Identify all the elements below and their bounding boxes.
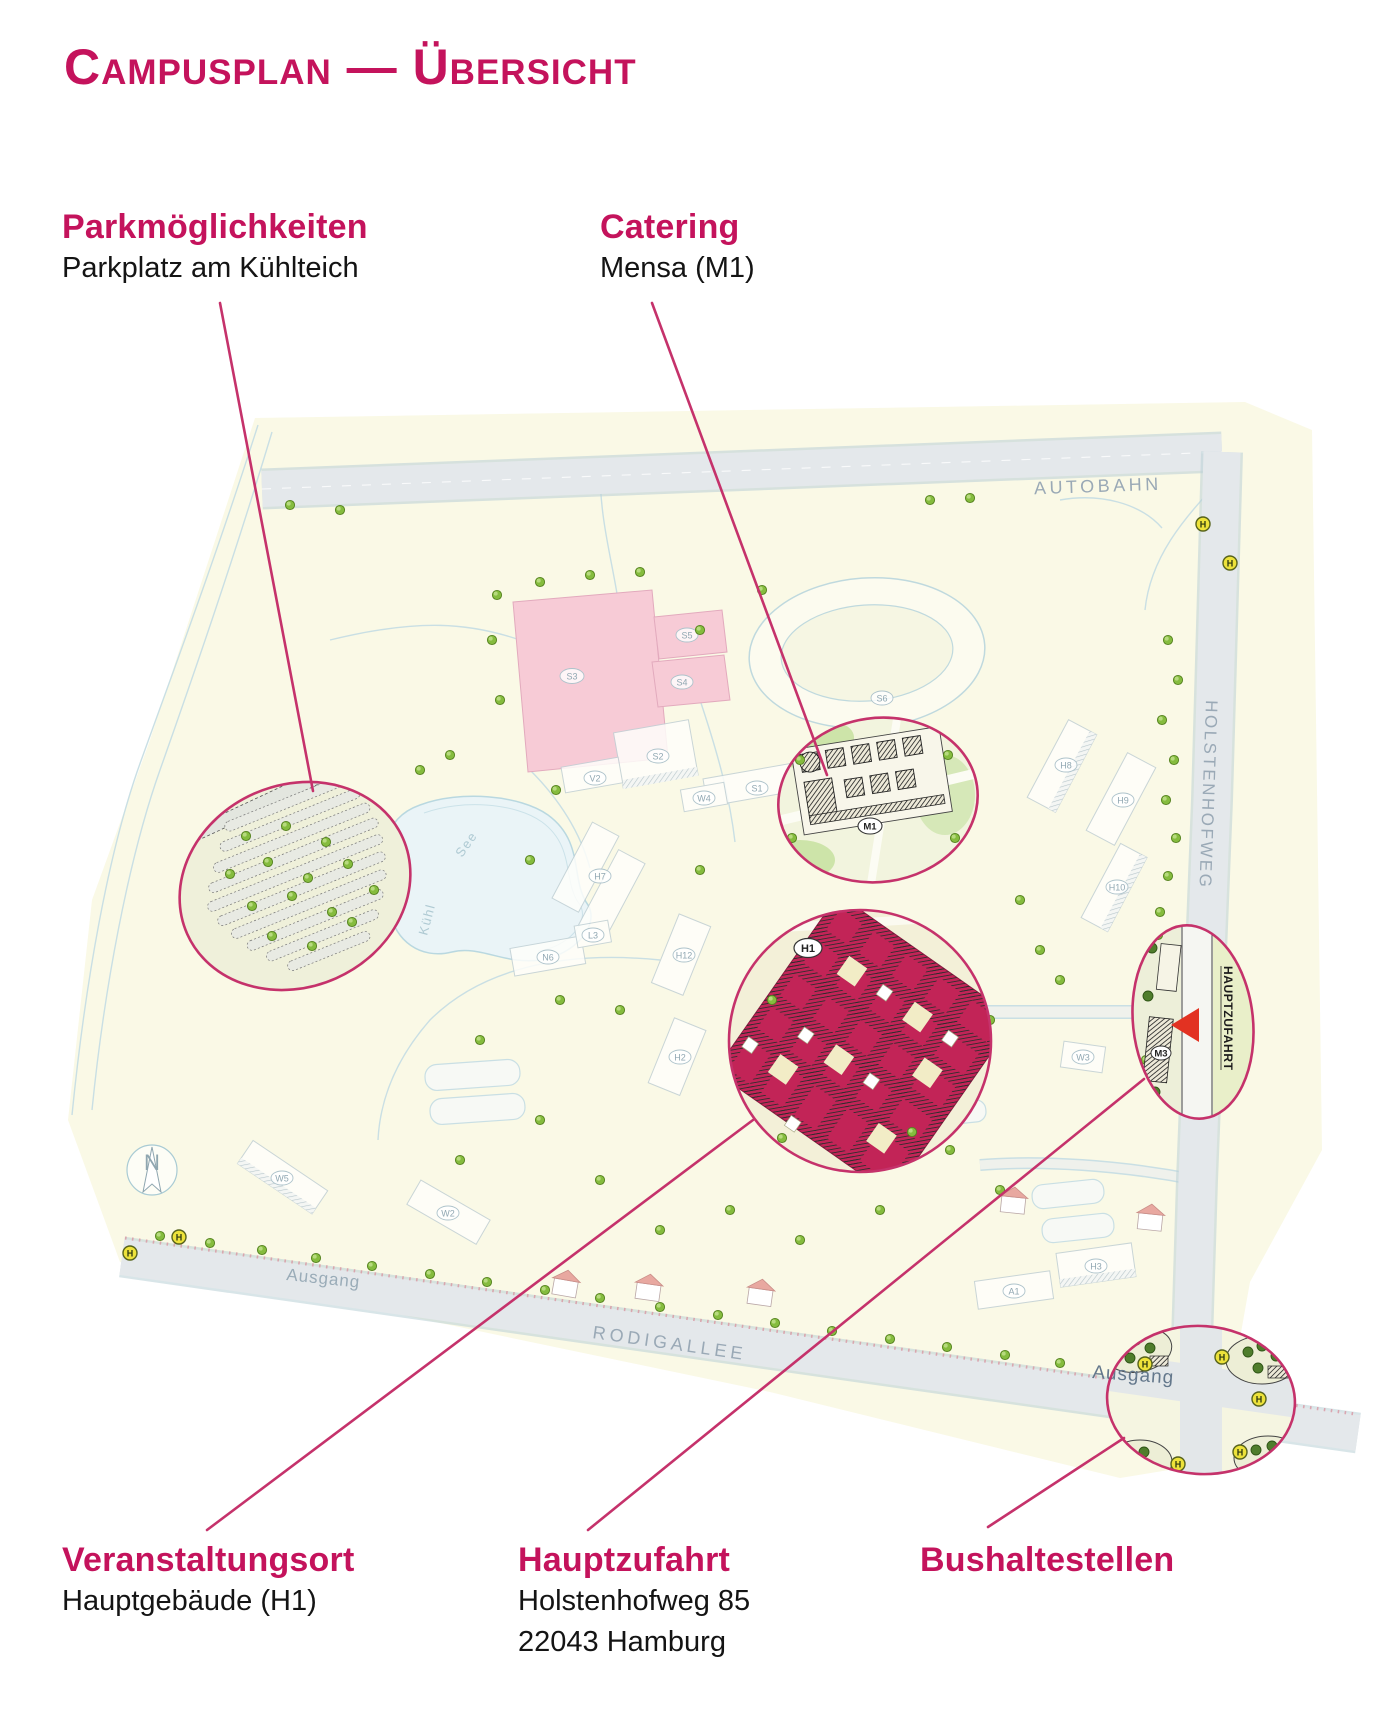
label-parking-heading: Parkmöglichkeiten <box>62 208 368 246</box>
bus-stop-icon: H <box>1222 555 1238 571</box>
svg-text:N: N <box>144 1150 160 1175</box>
page-title: Campusplan — Übersicht <box>64 39 637 95</box>
svg-text:W3: W3 <box>1076 1053 1090 1063</box>
label-venue: Veranstaltungsort Hauptgebäude (H1) <box>62 1540 354 1622</box>
highlight-rings <box>178 716 1297 1476</box>
svg-text:S2: S2 <box>652 752 663 762</box>
svg-text:S3: S3 <box>566 672 577 682</box>
svg-text:H8: H8 <box>1060 761 1072 771</box>
label-catering-heading: Catering <box>600 208 740 246</box>
field-label-s5: S5 <box>675 627 699 643</box>
svg-text:S6: S6 <box>876 694 887 704</box>
svg-text:H: H <box>1142 1359 1149 1369</box>
label-parking: Parkmöglichkeiten Parkplatz am Kühlteich <box>62 207 368 289</box>
callout-lines <box>205 301 1146 1532</box>
svg-text:H7: H7 <box>594 872 606 882</box>
svg-text:H: H <box>1256 1394 1263 1404</box>
callout-line-catering <box>650 301 829 777</box>
svg-text:H: H <box>1227 558 1234 568</box>
callout-line-venue <box>205 1118 755 1532</box>
compass-north: N <box>126 1144 178 1196</box>
building-labels: S2 S1 V2 W4 H7 H8 H9 H10 H12 H2 N6 L3 W5… <box>270 748 1135 1299</box>
svg-text:S1: S1 <box>751 784 762 794</box>
svg-text:H9: H9 <box>1117 796 1129 806</box>
houses <box>551 1186 1166 1308</box>
bus-stop-icon: H <box>1137 1356 1153 1372</box>
label-parking-detail: Parkplatz am Kühlteich <box>62 251 359 284</box>
building-label-m3: M3 <box>1150 1045 1172 1061</box>
highlight-main-building: H1 <box>729 910 991 1172</box>
svg-text:S5: S5 <box>681 631 692 641</box>
svg-text:L3: L3 <box>588 931 598 941</box>
bus-stop-icon: H <box>122 1245 138 1261</box>
callout-line-access <box>586 1077 1146 1532</box>
callout-line-parking <box>218 301 315 793</box>
label-access-address2: 22043 Hamburg <box>518 1625 726 1658</box>
svg-text:A1: A1 <box>1008 1287 1019 1297</box>
bus-stop-icon: H <box>1232 1444 1248 1460</box>
label-catering: Catering Mensa (M1) <box>600 207 755 289</box>
svg-text:M3: M3 <box>1154 1049 1167 1060</box>
building-label-h1: H1 <box>793 937 823 959</box>
field-label-s3: S3 <box>559 668 585 684</box>
svg-text:H3: H3 <box>1090 1262 1102 1272</box>
main-access-road-label: HAUPTZUFAHRT <box>1221 966 1235 1071</box>
label-access-address1: Holstenhofweg 85 <box>518 1584 751 1617</box>
callout-line-bus <box>986 1436 1126 1529</box>
svg-text:V2: V2 <box>589 774 600 784</box>
autobahn-road: AUTOBAHN <box>261 431 1223 510</box>
label-access: Hauptzufahrt Holstenhofweg 85 22043 Hamb… <box>518 1540 750 1663</box>
entrance-arrow <box>1171 1008 1199 1042</box>
svg-text:H12: H12 <box>676 951 693 961</box>
svg-text:H10: H10 <box>1109 883 1126 893</box>
svg-text:H: H <box>1237 1447 1244 1457</box>
autobahn-label: AUTOBAHN <box>1034 474 1162 498</box>
field-label-s6: S6 <box>870 690 894 706</box>
label-bus: Bushaltestellen <box>920 1540 1174 1581</box>
label-venue-heading: Veranstaltungsort <box>62 1541 355 1579</box>
bus-stop-icon: H <box>1251 1391 1267 1407</box>
sports-fields: S3 S5 S4 S6 <box>512 576 986 773</box>
svg-text:H: H <box>1219 1352 1226 1362</box>
svg-text:S4: S4 <box>676 678 687 688</box>
label-venue-detail: Hauptgebäude (H1) <box>62 1584 317 1617</box>
bus-stop-icon: H <box>1195 516 1211 532</box>
svg-text:H: H <box>1200 519 1207 529</box>
svg-text:W2: W2 <box>441 1209 455 1219</box>
label-access-heading: Hauptzufahrt <box>518 1541 731 1579</box>
pond-kuehlteich: See Kühl <box>378 795 592 962</box>
svg-text:H: H <box>1175 1459 1182 1469</box>
svg-text:W5: W5 <box>275 1174 289 1184</box>
label-bus-heading: Bushaltestellen <box>920 1541 1175 1579</box>
svg-text:H: H <box>127 1248 134 1258</box>
label-catering-detail: Mensa (M1) <box>600 251 755 284</box>
field-label-s4: S4 <box>670 674 694 690</box>
svg-text:N6: N6 <box>542 953 554 963</box>
svg-text:M1: M1 <box>863 822 877 833</box>
svg-text:H1: H1 <box>801 943 815 955</box>
building-label-m1: M1 <box>857 817 883 835</box>
svg-text:H2: H2 <box>674 1053 686 1063</box>
bus-stop-icon: H <box>171 1229 187 1245</box>
bus-stop-icon: H <box>1214 1349 1230 1365</box>
svg-text:H: H <box>176 1232 183 1242</box>
svg-text:W4: W4 <box>697 794 711 804</box>
